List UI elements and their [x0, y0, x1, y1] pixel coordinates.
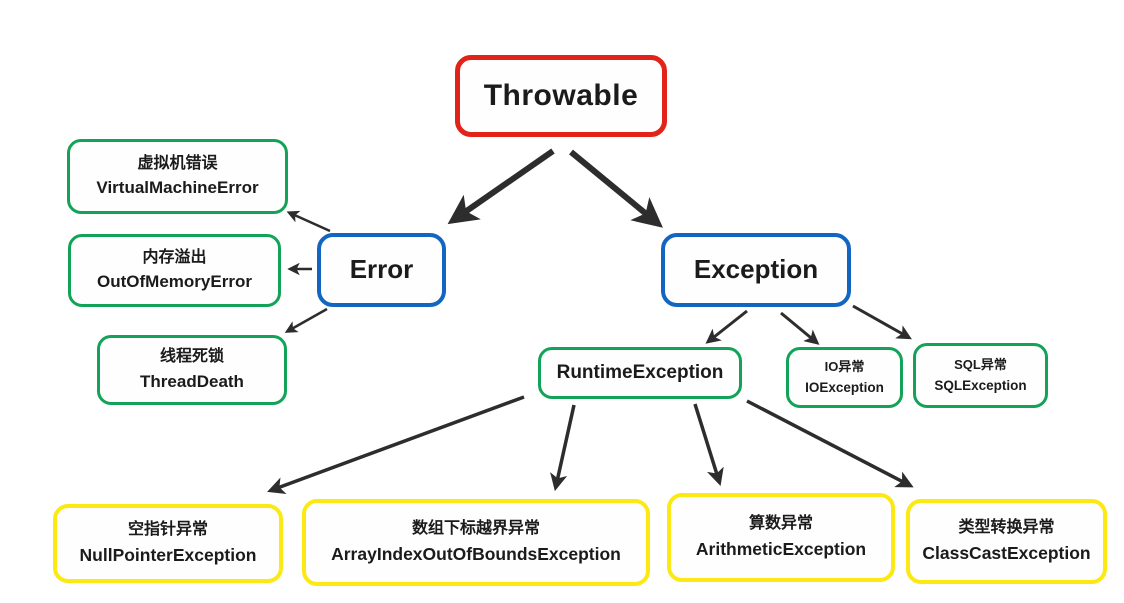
arrow-runtime-nullpointerexception [267, 395, 525, 494]
arrow-throwable-error [447, 148, 555, 225]
node-exception-label: Exception [693, 254, 819, 285]
node-virtual-machine-error: 虚拟机错误 VirtualMachineError [67, 139, 288, 214]
node-exception: Exception [661, 233, 851, 307]
node-virtual-machine-error-label-en: VirtualMachineError [96, 178, 259, 198]
arrow-error-virtualmachineerror [286, 210, 331, 233]
node-null-pointer-exception: 空指针异常 NullPointerException [53, 504, 283, 583]
node-class-cast-exception: 类型转换异常 ClassCastException [906, 499, 1107, 584]
node-throwable-label: Throwable [483, 78, 639, 112]
node-array-index-out-of-bounds-exception-label-en: ArrayIndexOutOfBoundsException [331, 543, 621, 564]
node-virtual-machine-error-label-zh: 虚拟机错误 [137, 154, 218, 172]
arrow-runtime-classcastexception [746, 399, 914, 488]
node-throwable: Throwable [455, 55, 667, 137]
node-arithmetic-exception-label-zh: 算数异常 [748, 515, 813, 533]
node-error-label: Error [349, 254, 414, 285]
node-class-cast-exception-label-zh: 类型转换异常 [958, 519, 1055, 537]
node-out-of-memory-error-label-en: OutOfMemoryError [97, 272, 252, 292]
node-thread-death: 线程死锁 ThreadDeath [97, 335, 287, 405]
arrow-throwable-exception [569, 149, 663, 228]
arrow-runtime-arrayindexoutofboundsexception [550, 404, 576, 492]
node-arithmetic-exception: 算数异常 ArithmeticException [667, 493, 895, 582]
node-error: Error [317, 233, 446, 307]
node-sql-exception: SQL异常 SQLException [913, 343, 1048, 408]
node-out-of-memory-error-label-zh: 内存溢出 [142, 248, 207, 266]
node-io-exception: IO异常 IOException [786, 347, 903, 408]
arrow-runtime-arithmeticexception [693, 403, 724, 487]
node-null-pointer-exception-label-zh: 空指针异常 [127, 521, 208, 539]
node-array-index-out-of-bounds-exception-label-zh: 数组下标越界异常 [411, 520, 540, 538]
arrow-exception-runtimeexception [705, 309, 748, 344]
node-thread-death-label-zh: 线程死锁 [159, 348, 224, 366]
node-class-cast-exception-label-en: ClassCastException [922, 542, 1091, 563]
arrow-error-threaddeath [284, 307, 328, 333]
node-out-of-memory-error: 内存溢出 OutOfMemoryError [68, 234, 281, 307]
node-sql-exception-label-en: SQLException [934, 377, 1027, 393]
node-thread-death-label-en: ThreadDeath [140, 371, 244, 391]
node-runtime-exception: RuntimeException [538, 347, 742, 399]
node-array-index-out-of-bounds-exception: 数组下标越界异常 ArrayIndexOutOfBoundsException [302, 499, 650, 586]
node-arithmetic-exception-label-en: ArithmeticException [695, 538, 867, 559]
arrow-exception-sqlexception [852, 304, 912, 340]
node-runtime-exception-label: RuntimeException [556, 362, 724, 384]
node-io-exception-label-en: IOException [805, 379, 884, 395]
node-io-exception-label-zh: IO异常 [824, 359, 865, 375]
node-null-pointer-exception-label-en: NullPointerException [79, 544, 257, 565]
node-sql-exception-label-zh: SQL异常 [954, 357, 1007, 373]
arrow-exception-ioexception [780, 311, 820, 345]
